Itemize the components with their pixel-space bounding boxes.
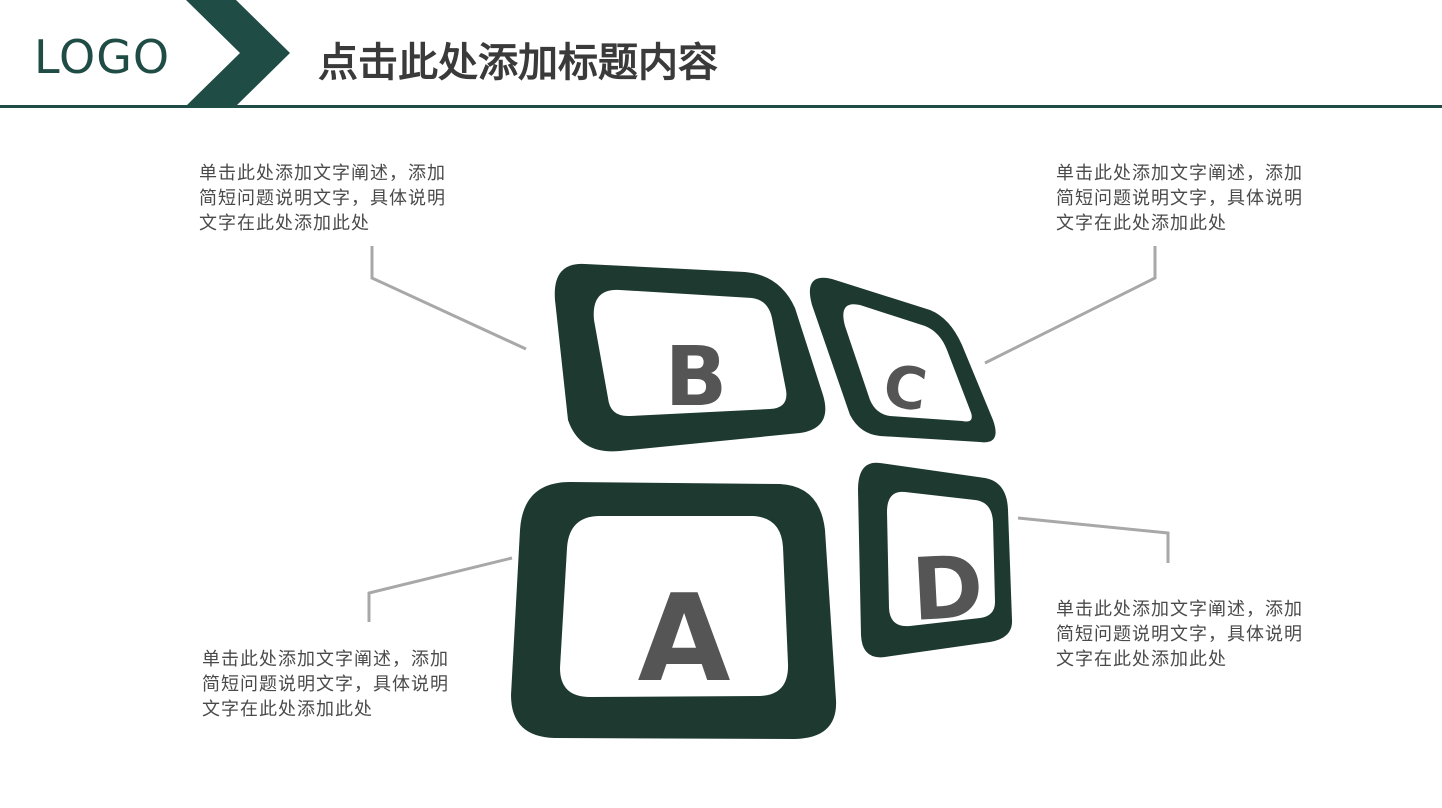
block-b: B: [554, 263, 826, 452]
note-line: 单击此处添加文字阐述，添加: [199, 163, 446, 184]
note-line: 文字在此处添加此处: [202, 699, 373, 720]
note-line: 简短问题说明文字，具体说明: [1056, 188, 1303, 209]
chevron-arrow-icon: [186, 0, 290, 106]
connector-top-right: [984, 246, 1157, 365]
note-line: 文字在此处添加此处: [199, 213, 370, 234]
note-line: 文字在此处添加此处: [1056, 649, 1227, 670]
block-c: C: [809, 277, 996, 443]
note-bottom-right: 单击此处添加文字阐述，添加 简短问题说明文字，具体说明 文字在此处添加此处: [1056, 597, 1356, 672]
note-line: 简短问题说明文字，具体说明: [199, 188, 446, 209]
logo: LOGO: [34, 30, 171, 84]
block-d: D: [858, 462, 1013, 658]
note-line: 单击此处添加文字阐述，添加: [202, 649, 449, 670]
block-a: A: [511, 482, 837, 739]
note-line: 文字在此处添加此处: [1056, 213, 1227, 234]
block-a-letter: A: [638, 570, 731, 709]
note-line: 单击此处添加文字阐述，添加: [1056, 599, 1303, 620]
connector-bottom-right: [1017, 516, 1170, 563]
note-line: 简短问题说明文字，具体说明: [202, 674, 449, 695]
header-divider: [0, 105, 1442, 108]
block-b-letter: B: [665, 330, 728, 425]
page-title: 点击此处添加标题内容: [318, 40, 718, 86]
connector-bottom-left: [367, 556, 513, 622]
block-d-letter: D: [909, 537, 986, 641]
note-top-right: 单击此处添加文字阐述，添加 简短问题说明文字，具体说明 文字在此处添加此处: [1056, 161, 1356, 236]
block-c-letter: C: [879, 351, 931, 424]
note-bottom-left: 单击此处添加文字阐述，添加 简短问题说明文字，具体说明 文字在此处添加此处: [202, 647, 502, 722]
connector-top-left: [370, 246, 527, 351]
note-line: 单击此处添加文字阐述，添加: [1056, 163, 1303, 184]
note-top-left: 单击此处添加文字阐述，添加 简短问题说明文字，具体说明 文字在此处添加此处: [199, 161, 499, 236]
note-line: 简短问题说明文字，具体说明: [1056, 624, 1303, 645]
